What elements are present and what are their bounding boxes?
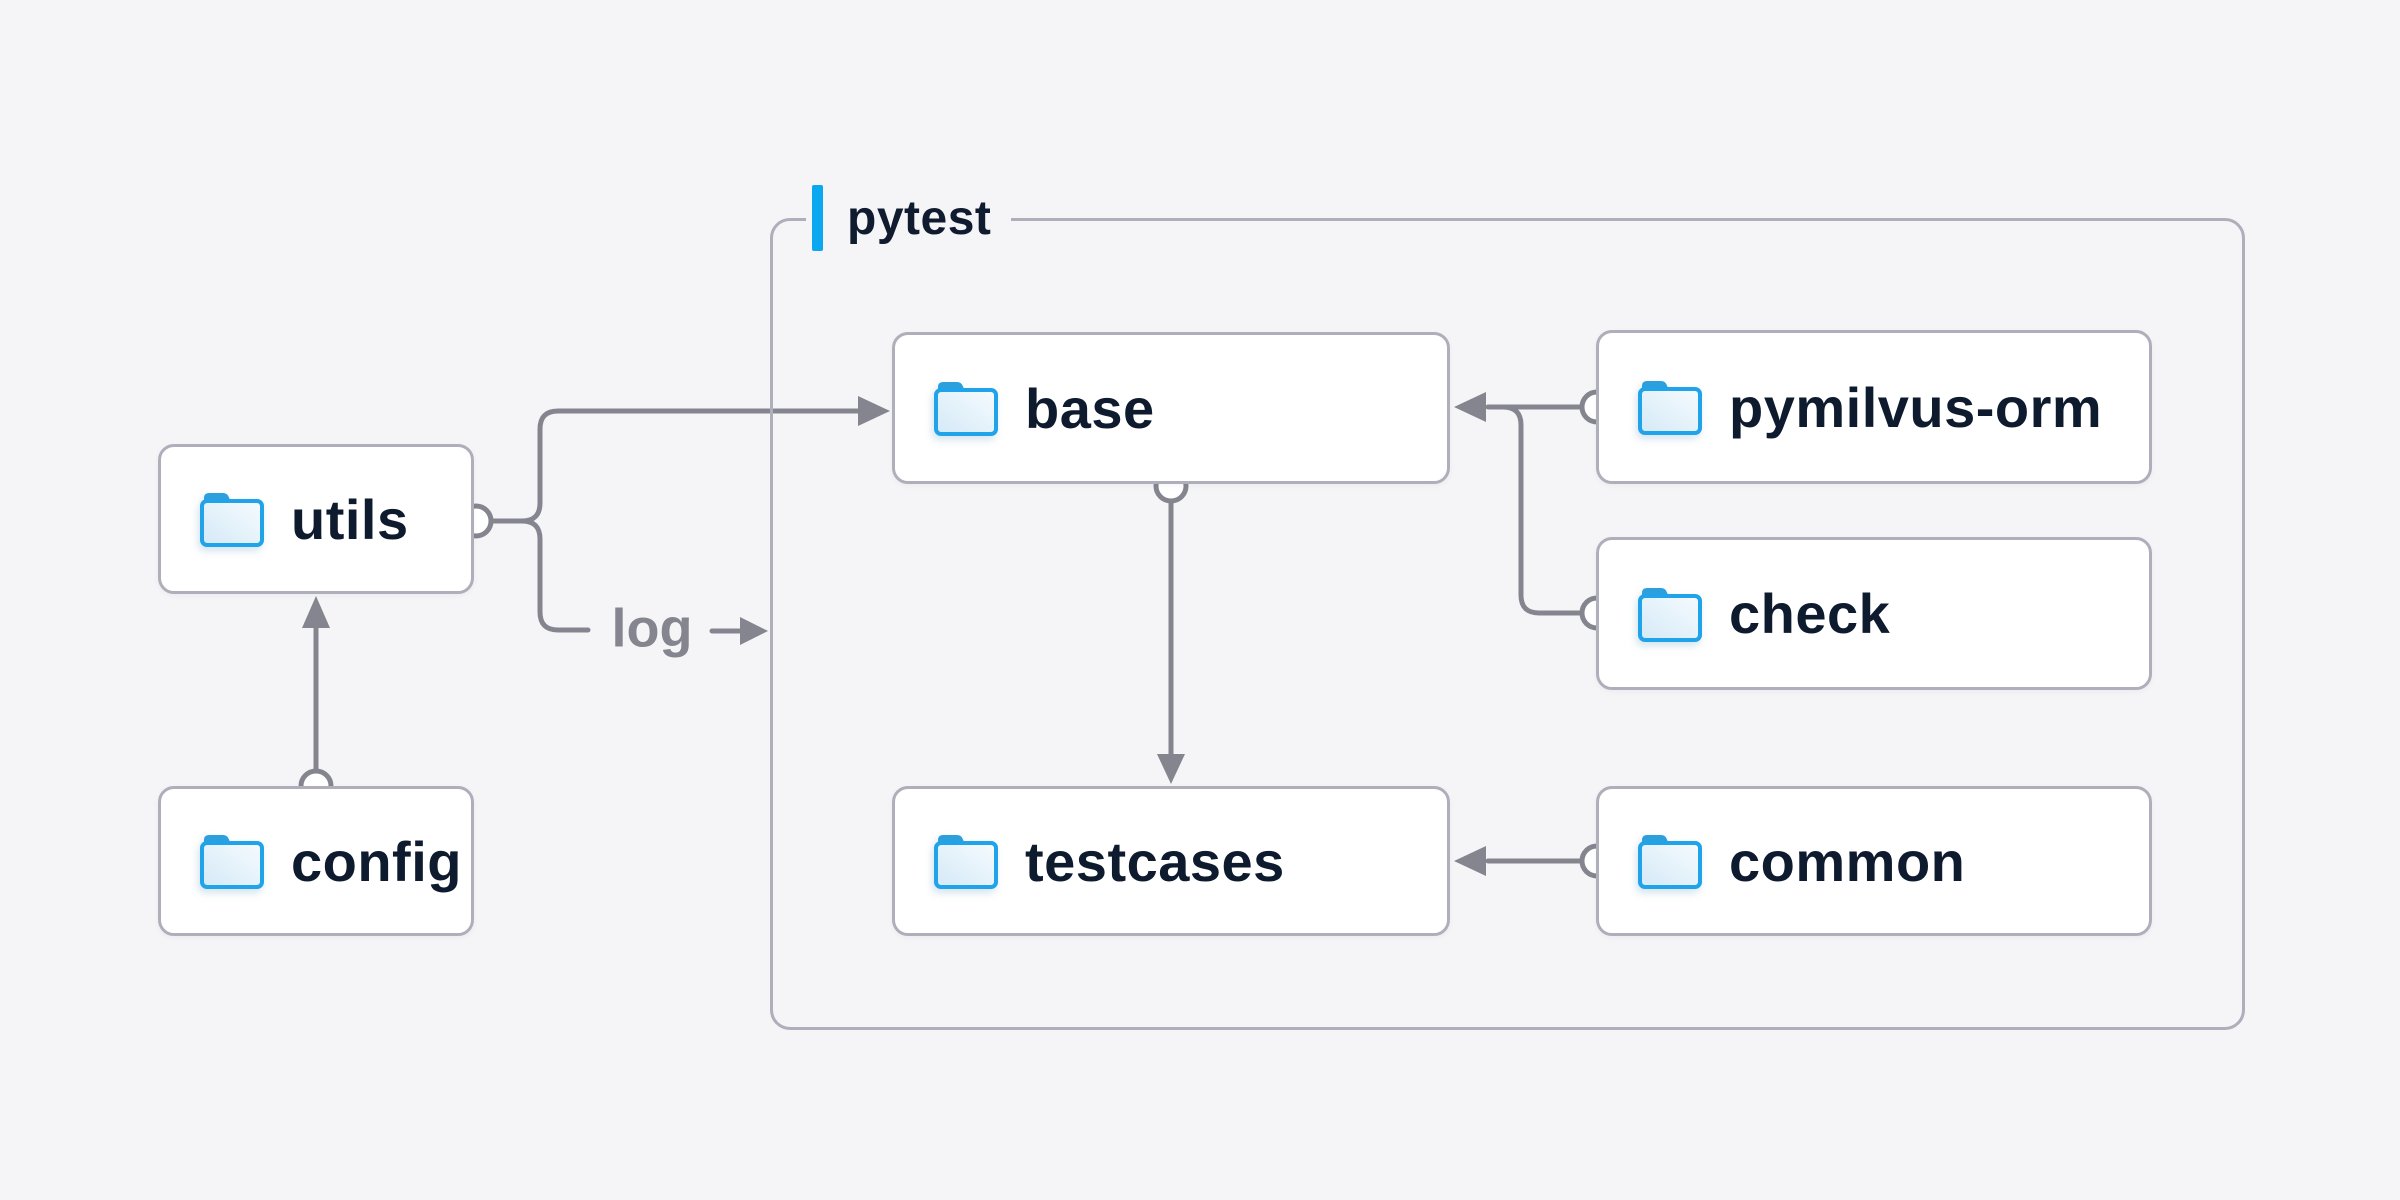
edge-utils-log [519, 518, 591, 633]
node-common-label: common [1729, 829, 1966, 893]
node-utils-label: utils [291, 487, 409, 551]
node-config: config [158, 786, 474, 936]
folder-icon [1637, 585, 1703, 643]
node-check-label: check [1729, 582, 1891, 645]
node-config-label: config [291, 829, 462, 893]
node-check: check [1596, 537, 2152, 690]
node-pymilvus-orm-label: pymilvus-orm [1729, 375, 2103, 439]
accent-bar [812, 185, 823, 251]
folder-icon [199, 832, 265, 890]
log-edge-label: log [611, 598, 693, 659]
node-common: common [1596, 786, 2152, 936]
folder-icon [933, 379, 999, 437]
node-testcases-label: testcases [1025, 829, 1285, 893]
node-base-label: base [1025, 376, 1155, 440]
arrowhead-up-utils [302, 596, 330, 628]
pytest-container-label: pytest [806, 183, 1012, 253]
node-testcases: testcases [892, 786, 1450, 936]
pytest-container [770, 218, 2245, 1030]
node-pymilvus-orm: pymilvus-orm [1596, 330, 2152, 484]
folder-icon [1637, 832, 1703, 890]
pytest-title: pytest [847, 191, 992, 245]
folder-icon [1637, 378, 1703, 436]
arrowhead-log [740, 617, 768, 645]
folder-icon [199, 490, 265, 548]
folder-icon [933, 832, 999, 890]
node-base: base [892, 332, 1450, 484]
node-utils: utils [158, 444, 474, 594]
